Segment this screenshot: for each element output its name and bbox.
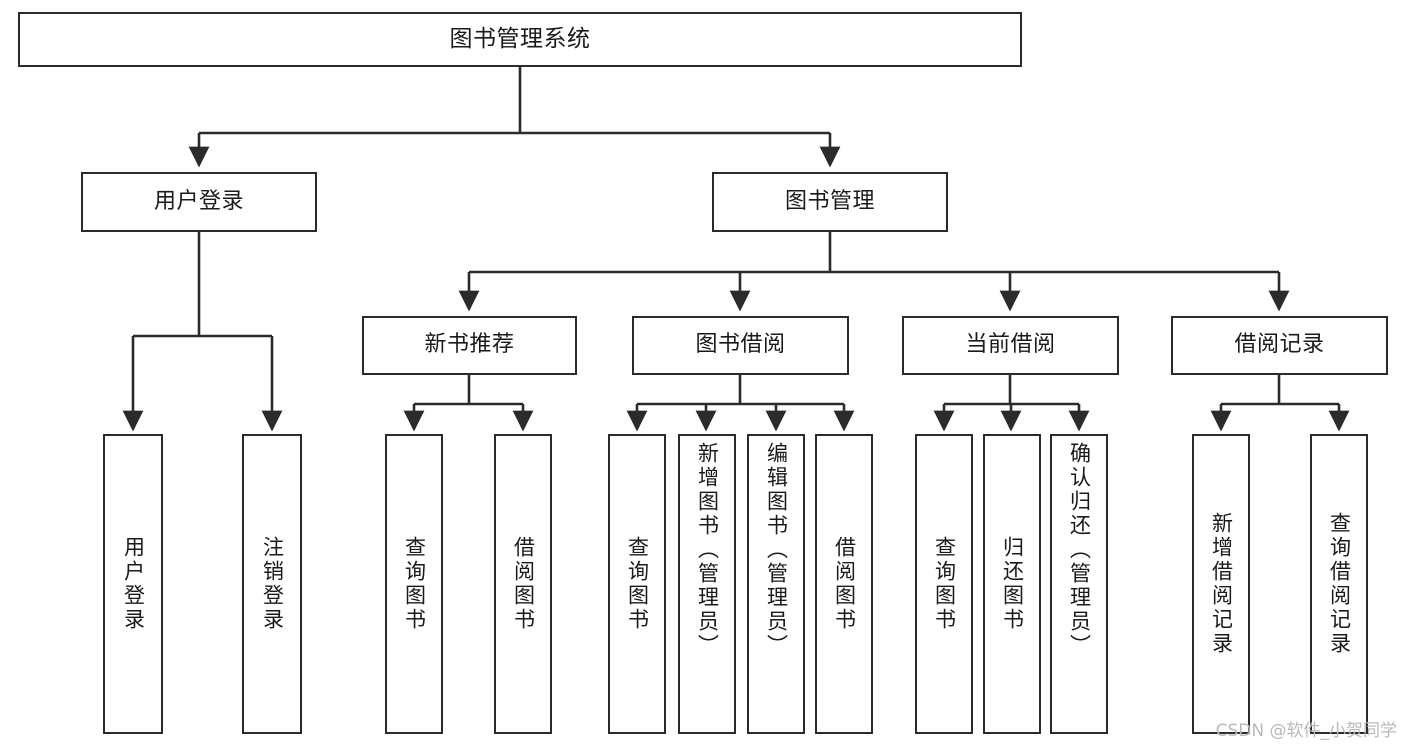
node-book-management[interactable]: 图书管理 (712, 172, 948, 232)
node-label: 新增借阅记录 (1209, 512, 1234, 656)
leaf-borrow-record-query-record[interactable]: 查询借阅记录 (1310, 434, 1368, 734)
node-label: 注销登录 (260, 536, 285, 632)
node-label: 新书推荐 (424, 332, 515, 358)
node-label: 当前借阅 (965, 332, 1056, 358)
leaf-new-book-query-books[interactable]: 查询图书 (385, 434, 443, 734)
node-label: 图书管理 (784, 188, 875, 214)
leaf-borrow-record-add-record[interactable]: 新增借阅记录 (1192, 434, 1250, 734)
node-label: 借阅记录 (1234, 332, 1325, 358)
leaf-book-borrow-query-books[interactable]: 查询图书 (608, 434, 666, 734)
node-label: 借阅图书 (832, 536, 857, 632)
node-label: 借阅图书 (511, 536, 536, 632)
node-label: 用户登录 (153, 188, 244, 214)
node-label: 新增图书（管理员） (695, 442, 720, 658)
leaf-user-login[interactable]: 用户登录 (103, 434, 163, 734)
leaf-current-borrow-query-books[interactable]: 查询图书 (915, 434, 973, 734)
leaf-logout[interactable]: 注销登录 (242, 434, 302, 734)
leaf-new-book-borrow-books[interactable]: 借阅图书 (494, 434, 552, 734)
node-user-login[interactable]: 用户登录 (81, 172, 317, 232)
node-label: 查询图书 (402, 536, 427, 632)
node-label: 图书管理系统 (449, 26, 591, 53)
node-label: 归还图书 (1000, 536, 1025, 632)
node-label: 确认归还（管理员） (1067, 442, 1092, 658)
node-label: 查询图书 (932, 536, 957, 632)
node-label: 用户登录 (121, 536, 146, 632)
node-label: 查询图书 (625, 536, 650, 632)
leaf-current-borrow-confirm-return-admin[interactable]: 确认归还（管理员） (1050, 434, 1108, 734)
leaf-book-borrow-borrow-books[interactable]: 借阅图书 (815, 434, 873, 734)
leaf-book-borrow-add-book-admin[interactable]: 新增图书（管理员） (678, 434, 736, 734)
node-label: 图书借阅 (695, 332, 786, 358)
watermark-text: CSDN @软件_小贺同学 (1215, 721, 1397, 741)
node-root-book-management-system[interactable]: 图书管理系统 (18, 12, 1022, 67)
node-book-borrowing[interactable]: 图书借阅 (632, 316, 849, 375)
node-current-borrowing[interactable]: 当前借阅 (902, 316, 1119, 375)
node-label: 编辑图书（管理员） (764, 442, 789, 658)
leaf-book-borrow-edit-book-admin[interactable]: 编辑图书（管理员） (747, 434, 805, 734)
leaf-current-borrow-return-books[interactable]: 归还图书 (983, 434, 1041, 734)
node-new-book-recommendation[interactable]: 新书推荐 (362, 316, 577, 375)
node-label: 查询借阅记录 (1327, 512, 1352, 656)
node-borrowing-record[interactable]: 借阅记录 (1171, 316, 1388, 375)
